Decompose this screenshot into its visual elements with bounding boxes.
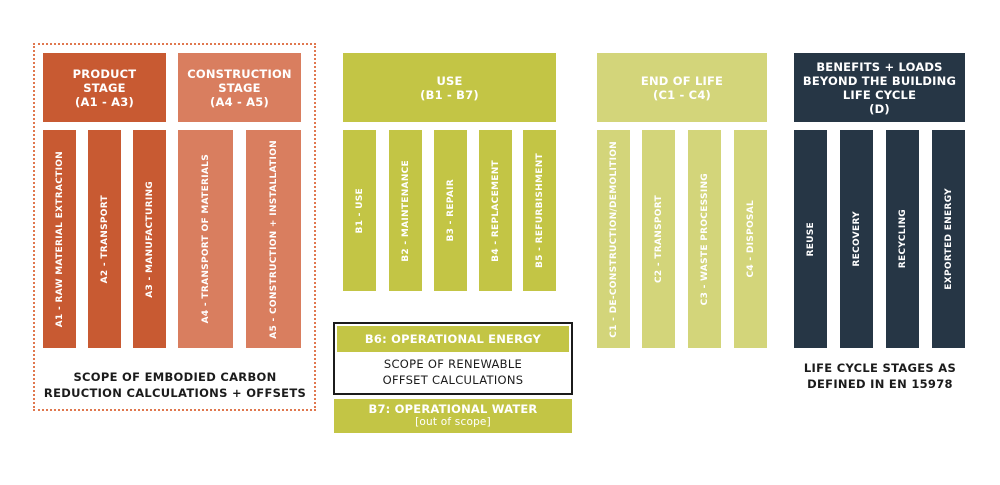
use-stage-range: (B1 - B7) <box>420 87 479 102</box>
b7-operational-water-bar: B7: OPERATIONAL WATER [out of scope] <box>334 399 572 433</box>
column-c2: C2 - TRANSPORT <box>642 130 675 348</box>
column-a5: A5 - CONSTRUCTION + INSTALLATION <box>246 130 301 348</box>
construction-stage-title: CONSTRUCTION <box>187 66 292 81</box>
column-b1: B1 - USE <box>343 130 376 291</box>
use-stage-header: USE (B1 - B7) <box>343 53 556 122</box>
column-a1: A1 - RAW MATERIAL EXTRACTION <box>43 130 76 348</box>
column-c3-label: C3 - WASTE PROCESSING <box>699 172 710 306</box>
column-a1-label: A1 - RAW MATERIAL EXTRACTION <box>54 150 65 328</box>
renewable-scope-caption-line2: OFFSET CALCULATIONS <box>382 373 524 387</box>
column-b2: B2 - MAINTENANCE <box>389 130 422 291</box>
column-d-reuse-label: REUSE <box>805 221 816 257</box>
end-of-life-header: END OF LIFE (C1 - C4) <box>597 53 767 122</box>
column-b5-label: B5 - REFURBISHMENT <box>534 153 545 268</box>
benefits-loads-range: (D) <box>869 101 890 116</box>
column-d-recovery-label: RECOVERY <box>851 211 862 267</box>
b6-operational-energy-label: B6: OPERATIONAL ENERGY <box>364 332 542 346</box>
embodied-scope-caption-line1: SCOPE OF EMBODIED CARBON <box>73 370 277 384</box>
product-stage-title: PRODUCT <box>72 66 137 81</box>
en15978-caption-line1: LIFE CYCLE STAGES AS <box>803 361 957 375</box>
column-d-exported-energy-label: EXPORTED ENERGY <box>943 188 954 290</box>
product-stage-range: (A1 - A3) <box>75 94 134 109</box>
column-c4-label: C4 - DISPOSAL <box>745 200 756 278</box>
column-a3-label: A3 - MANUFACTURING <box>144 180 155 298</box>
benefits-loads-title-line1: BENEFITS + LOADS <box>816 59 943 74</box>
use-stage-title: USE <box>436 73 463 88</box>
b7-operational-water-label: B7: OPERATIONAL WATER <box>368 402 538 416</box>
column-b2-label: B2 - MAINTENANCE <box>400 159 411 262</box>
en15978-caption: LIFE CYCLE STAGES AS DEFINED IN EN 15978 <box>780 360 980 392</box>
column-c2-label: C2 - TRANSPORT <box>653 194 664 284</box>
column-b3: B3 - REPAIR <box>434 130 467 291</box>
end-of-life-range: (C1 - C4) <box>653 87 711 102</box>
column-b3-label: B3 - REPAIR <box>445 179 456 242</box>
column-c1-label: C1 - DE-CONSTRUCTION/DEMOLITION <box>608 140 619 338</box>
column-a4-label: A4 - TRANSPORT OF MATERIALS <box>200 154 211 324</box>
column-a3: A3 - MANUFACTURING <box>133 130 166 348</box>
product-stage-subtitle: STAGE <box>83 80 126 95</box>
renewable-scope-frame <box>333 322 573 395</box>
column-a2-label: A2 - TRANSPORT <box>99 194 110 284</box>
embodied-scope-caption-line2: REDUCTION CALCULATIONS + OFFSETS <box>43 386 307 400</box>
end-of-life-title: END OF LIFE <box>640 73 724 88</box>
benefits-loads-header: BENEFITS + LOADS BEYOND THE BUILDING LIF… <box>794 53 965 122</box>
product-stage-header: PRODUCT STAGE (A1 - A3) <box>43 53 166 122</box>
column-d-recovery: RECOVERY <box>840 130 873 348</box>
column-a2: A2 - TRANSPORT <box>88 130 121 348</box>
column-b5: B5 - REFURBISHMENT <box>523 130 556 291</box>
renewable-scope-caption: SCOPE OF RENEWABLE OFFSET CALCULATIONS <box>337 356 569 388</box>
column-d-recycling: RECYCLING <box>886 130 919 348</box>
benefits-loads-title-line2: BEYOND THE BUILDING <box>802 73 957 88</box>
column-c3: C3 - WASTE PROCESSING <box>688 130 721 348</box>
renewable-scope-caption-line1: SCOPE OF RENEWABLE <box>383 357 523 371</box>
column-c4: C4 - DISPOSAL <box>734 130 767 348</box>
column-b1-label: B1 - USE <box>354 187 365 234</box>
column-d-exported-energy: EXPORTED ENERGY <box>932 130 965 348</box>
column-d-reuse: REUSE <box>794 130 827 348</box>
construction-stage-range: (A4 - A5) <box>210 94 269 109</box>
column-b4: B4 - REPLACEMENT <box>479 130 512 291</box>
column-a5-label: A5 - CONSTRUCTION + INSTALLATION <box>268 139 279 339</box>
embodied-carbon-scope-frame <box>33 43 316 411</box>
en15978-caption-line2: DEFINED IN EN 15978 <box>807 377 953 391</box>
embodied-scope-caption: SCOPE OF EMBODIED CARBON REDUCTION CALCU… <box>40 369 310 401</box>
construction-stage-header: CONSTRUCTION STAGE (A4 - A5) <box>178 53 301 122</box>
construction-stage-subtitle: STAGE <box>218 80 261 95</box>
column-c1: C1 - DE-CONSTRUCTION/DEMOLITION <box>597 130 630 348</box>
benefits-loads-title-line3: LIFE CYCLE <box>842 87 917 102</box>
column-b4-label: B4 - REPLACEMENT <box>490 159 501 262</box>
b6-operational-energy-bar: B6: OPERATIONAL ENERGY <box>337 326 569 352</box>
column-d-recycling-label: RECYCLING <box>897 209 908 269</box>
column-a4: A4 - TRANSPORT OF MATERIALS <box>178 130 233 348</box>
b7-out-of-scope-note: [out of scope] <box>415 416 491 428</box>
